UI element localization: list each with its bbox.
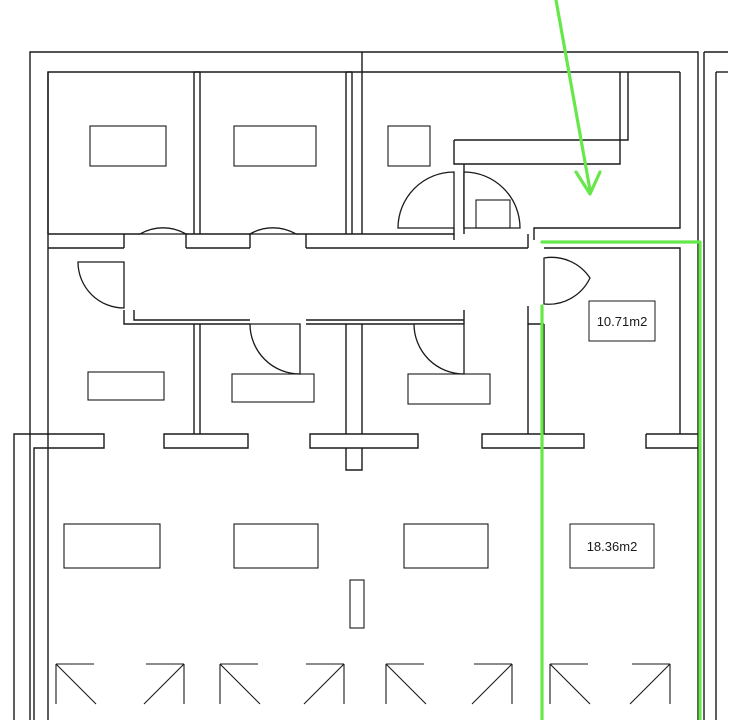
middle-rooms: [30, 324, 698, 720]
area-text-upper-right: 10.71m2: [597, 314, 648, 329]
diagonal-markers: [55, 663, 671, 705]
door-lower-middle: [249, 323, 301, 375]
area-text-lower-right: 18.36m2: [587, 539, 638, 554]
highlight-arrow-icon: [554, 0, 602, 196]
area-label-upper-right: 10.71m2: [588, 300, 656, 342]
door-corridor-right: [543, 256, 591, 305]
door-lower-right: [413, 323, 465, 375]
upper-rooms: [47, 71, 681, 248]
doors: [77, 171, 591, 375]
outer-walls: [13, 51, 728, 720]
door-upper-right: [397, 171, 455, 229]
door-corridor-left: [77, 261, 125, 309]
door-upper-middle: [247, 227, 299, 235]
fixtures: [63, 125, 511, 629]
area-label-lower-right: 18.36m2: [569, 523, 655, 569]
door-upper-left: [137, 227, 189, 235]
highlight-annotations: [540, 0, 702, 720]
highlight-boundary-line: [540, 240, 702, 720]
